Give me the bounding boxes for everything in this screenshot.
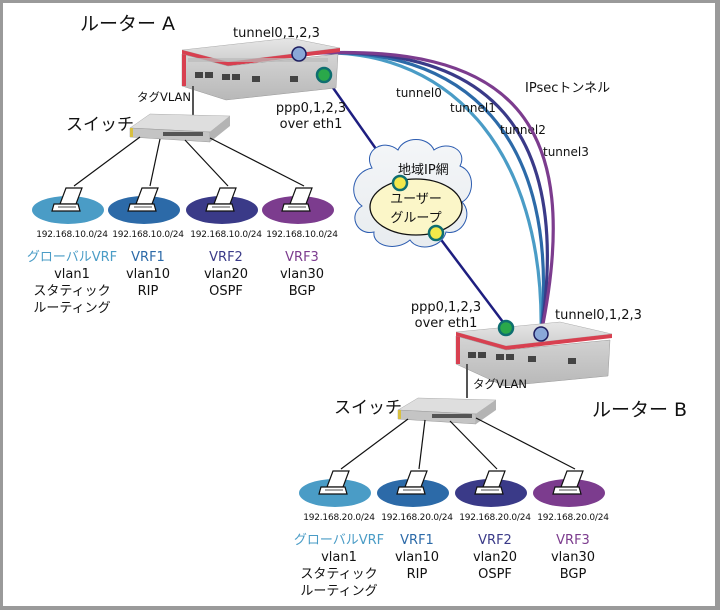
router-a-title: ルーター A [80, 13, 175, 35]
subnet-label: 192.168.10.0/24 [112, 230, 184, 240]
router-b-title: ルーター B [592, 399, 687, 421]
switch-b-label: スイッチ [334, 398, 402, 418]
vlan-label: vlan1 [54, 267, 90, 282]
vrf-label: VRF3 [285, 250, 319, 265]
vlan-label: vlan1 [321, 550, 357, 565]
vrf-label: VRF2 [209, 250, 243, 265]
vrf-label: VRF1 [400, 533, 434, 548]
subnet-label: 192.168.20.0/24 [381, 513, 453, 523]
subnet-label: 192.168.10.0/24 [36, 230, 108, 240]
switch-link-0 [340, 418, 409, 470]
user-group-ellipse [369, 178, 463, 236]
router-b-ppp-label-1: ppp0,1,2,3 [411, 300, 481, 315]
router-b-ppp-label-2: over eth1 [415, 316, 478, 331]
routing-label-1: RIP [407, 567, 428, 582]
site-a-segments: 192.168.10.0/24 グローバルVRF vlan1 スタティックルーティング… [27, 136, 338, 316]
routing-label-2: ルーティング [300, 584, 377, 599]
laptop-icon [396, 470, 428, 495]
vrf-label: VRF2 [478, 533, 512, 548]
laptop-icon [205, 187, 237, 212]
subnet-label: 192.168.10.0/24 [266, 230, 338, 240]
vrf-label: グローバルVRF [294, 533, 384, 548]
router-b-ppp-endpoint [497, 319, 515, 337]
vrf-label: グローバルVRF [27, 250, 117, 265]
site-b-segments: 192.168.20.0/24 グローバルVRF vlan1 スタティックルーティング… [294, 417, 609, 599]
tunnel-label-3: tunnel3 [543, 145, 589, 159]
switch-b-device [397, 397, 497, 425]
switch-link-3 [209, 137, 305, 187]
tunnel-arc-3 [299, 50, 555, 335]
tunnel-label-0: tunnel0 [396, 86, 442, 100]
router-a-tunnel-label: tunnel0,1,2,3 [233, 26, 320, 41]
vlan-label: vlan30 [551, 550, 595, 565]
laptop-icon [51, 187, 83, 212]
router-a-ppp-endpoint [315, 66, 333, 84]
routing-label-1: OSPF [478, 567, 512, 582]
vrf-label: VRF1 [131, 250, 165, 265]
laptop-icon [318, 470, 350, 495]
ipsec-tunnels: tunnel0 tunnel1 tunnel2 tunnel3 [299, 50, 589, 335]
switch-link-0 [73, 136, 141, 187]
vrf-label: VRF3 [556, 533, 590, 548]
switch-a-device [129, 113, 231, 143]
router-a-tunnel-endpoint [291, 46, 307, 62]
switch-link-3 [475, 417, 576, 470]
vlan-label: vlan10 [126, 267, 170, 282]
router-a-device [181, 37, 341, 101]
routing-label-1: スタティック [33, 284, 110, 299]
router-b-uplink-label: タグVLAN [473, 377, 527, 391]
laptop-icon [281, 187, 313, 212]
cloud-outer-label: 地域IP網 [398, 163, 449, 178]
cloud-inner-label-1: ユーザー [390, 192, 442, 207]
ppp-link-b [435, 232, 507, 327]
vlan-label: vlan20 [473, 550, 517, 565]
router-a-ppp-label-1: ppp0,1,2,3 [276, 101, 346, 116]
subnet-label: 192.168.10.0/24 [190, 230, 262, 240]
routing-label-1: スタティック [300, 567, 377, 582]
cloud-endpoint-b [427, 224, 445, 242]
ipsec-tunnel-label: IPsecトンネル [525, 81, 610, 96]
switch-link-1 [418, 419, 426, 470]
laptop-icon [552, 470, 584, 495]
router-a-ppp-label-2: over eth1 [280, 117, 343, 132]
routing-label-2: ルーティング [33, 301, 110, 316]
subnet-label: 192.168.20.0/24 [303, 513, 375, 523]
routing-label-1: RIP [138, 284, 159, 299]
vlan-label: vlan10 [395, 550, 439, 565]
switch-a-label: スイッチ [66, 115, 134, 135]
laptop-icon [474, 470, 506, 495]
routing-label-1: BGP [289, 284, 316, 299]
vlan-label: vlan30 [280, 267, 324, 282]
cloud-inner-label-2: グループ [390, 211, 441, 226]
router-b-tunnel-endpoint [533, 326, 549, 342]
tunnel-label-2: tunnel2 [500, 123, 546, 137]
switch-link-1 [149, 138, 161, 187]
laptop-icon [127, 187, 159, 212]
router-a-uplink-label: タグVLAN [137, 90, 191, 104]
subnet-label: 192.168.20.0/24 [537, 513, 609, 523]
routing-label-1: BGP [560, 567, 587, 582]
router-b-tunnel-label: tunnel0,1,2,3 [555, 308, 642, 323]
vlan-label: vlan20 [204, 267, 248, 282]
routing-label-1: OSPF [209, 284, 243, 299]
regional-ip-network-cloud [353, 139, 472, 248]
tunnel-label-1: tunnel1 [450, 101, 496, 115]
subnet-label: 192.168.20.0/24 [459, 513, 531, 523]
switch-link-2 [184, 139, 229, 187]
cloud-endpoint-a [391, 174, 409, 192]
switch-link-2 [449, 420, 498, 470]
